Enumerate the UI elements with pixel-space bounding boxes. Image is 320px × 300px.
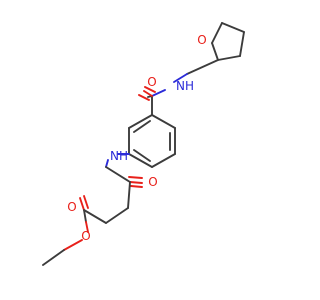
bond xyxy=(105,166,131,183)
atom-label-o: O xyxy=(148,175,157,189)
bond xyxy=(186,59,219,75)
bond xyxy=(105,207,129,224)
bond xyxy=(128,176,143,179)
bond xyxy=(83,195,89,209)
atom-label-nh: NH xyxy=(176,79,194,93)
bond xyxy=(151,89,166,97)
bond xyxy=(105,159,109,168)
molecule-diagram: O NH O NH O O O xyxy=(42,22,245,266)
bond xyxy=(128,114,153,129)
atom-label-o: O xyxy=(67,200,76,214)
bond xyxy=(211,42,219,61)
bond xyxy=(79,197,85,211)
bond xyxy=(211,22,223,44)
bond xyxy=(217,55,241,61)
atom-label-o: O xyxy=(81,229,90,243)
bond xyxy=(127,181,131,209)
bond xyxy=(42,249,65,266)
bond xyxy=(239,31,245,57)
atom-label-o: O xyxy=(147,75,156,89)
bond xyxy=(129,181,143,184)
thf-ring xyxy=(211,22,245,61)
bond xyxy=(143,90,153,97)
bond xyxy=(83,209,87,223)
bond xyxy=(128,153,153,168)
bond xyxy=(83,209,107,224)
bond xyxy=(151,114,176,129)
bond xyxy=(85,221,89,233)
atom-label-nh: NH xyxy=(110,149,128,163)
bond xyxy=(133,120,151,133)
bond xyxy=(221,22,245,33)
bond xyxy=(133,149,151,162)
atom-label-o: O xyxy=(197,33,206,47)
bond xyxy=(144,86,156,93)
bond xyxy=(130,185,143,188)
bond xyxy=(173,73,188,83)
bond xyxy=(151,153,176,168)
bond xyxy=(138,94,150,101)
benzene-ring xyxy=(128,114,176,168)
bond xyxy=(63,239,83,251)
